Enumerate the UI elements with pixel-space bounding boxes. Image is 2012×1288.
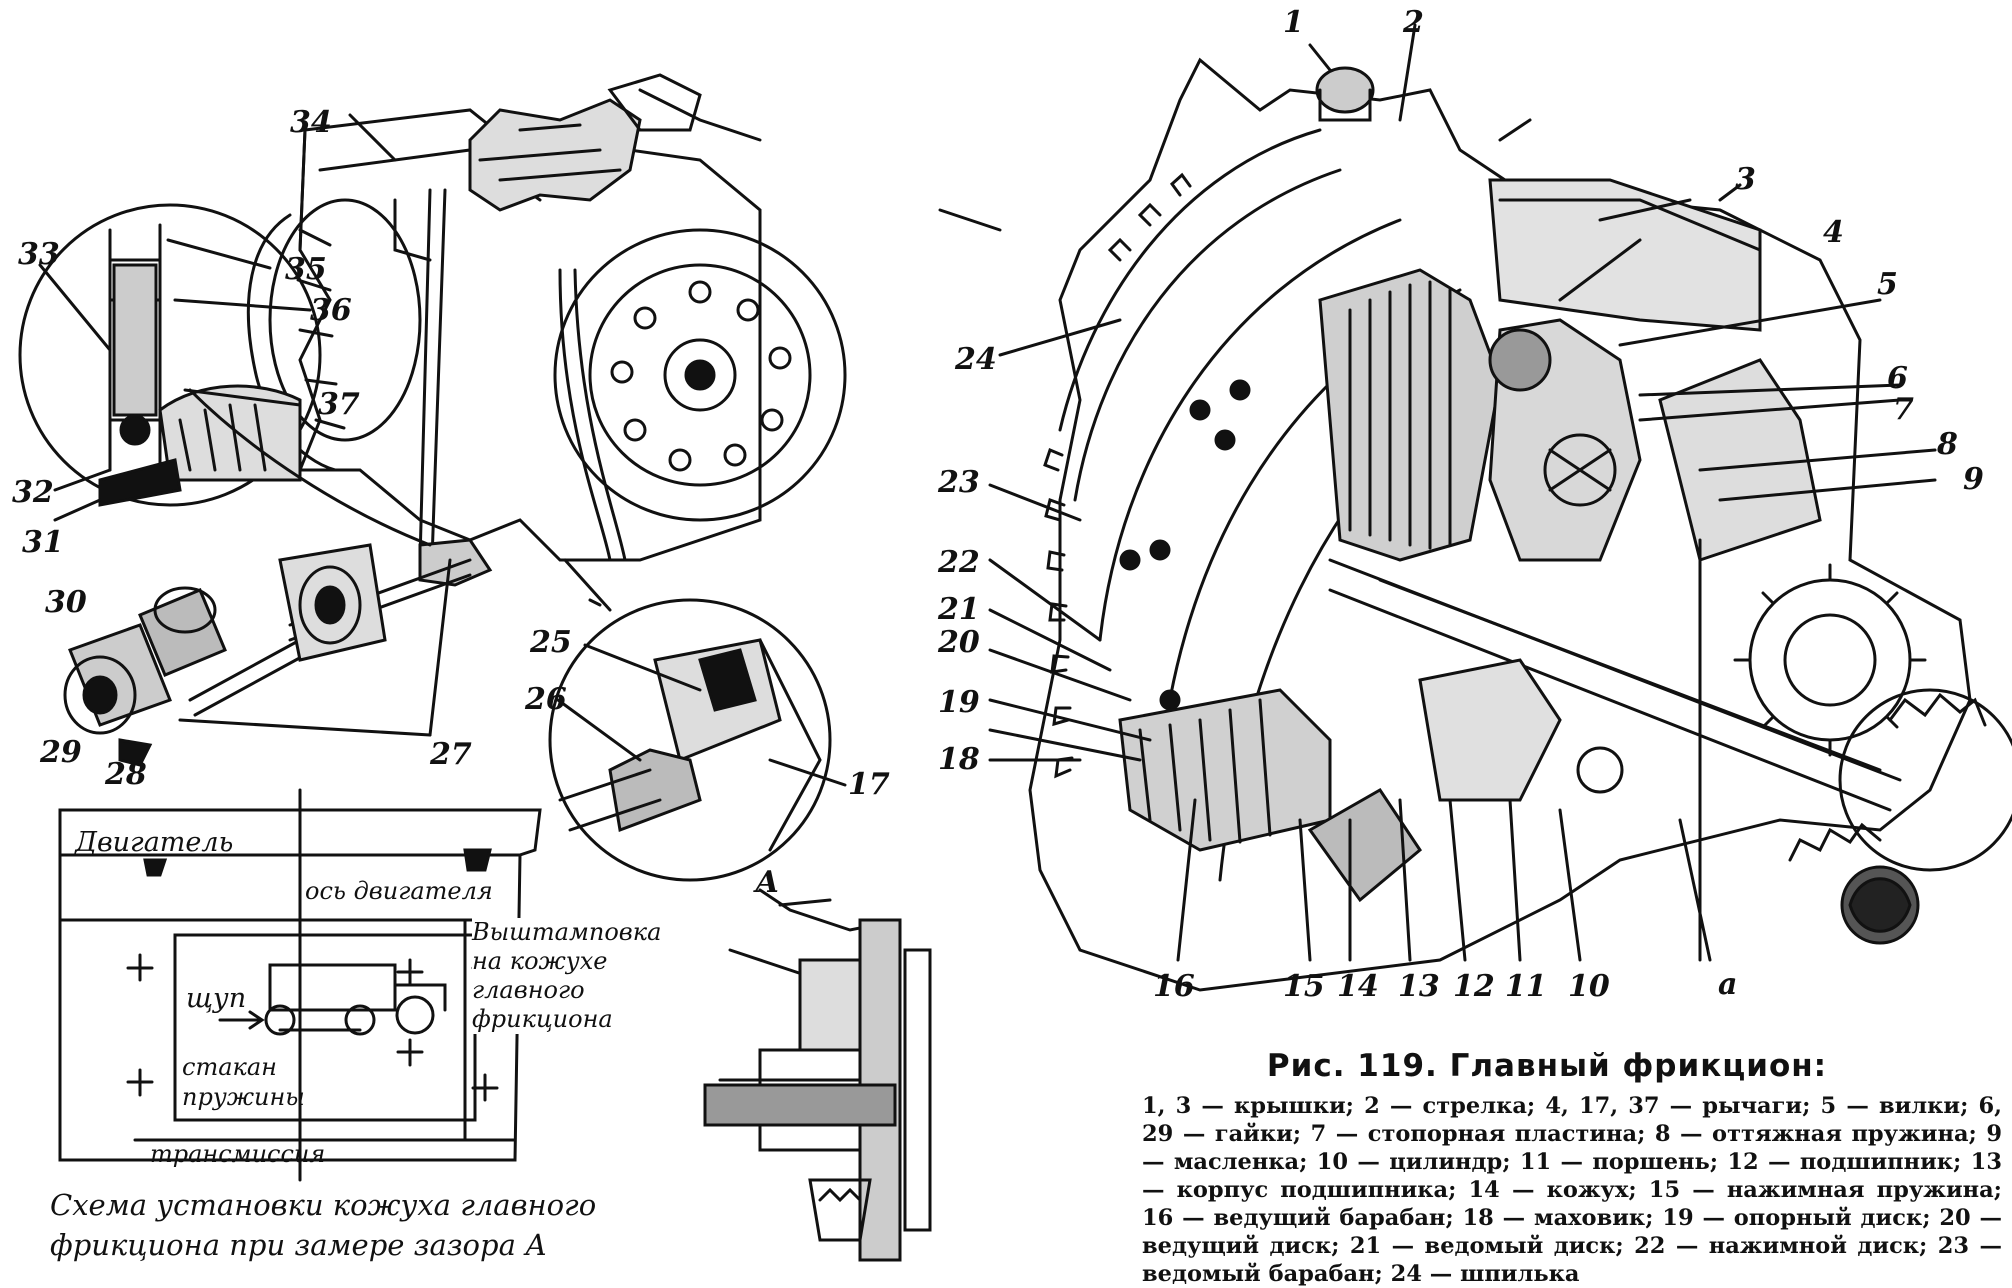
callout-37: 37 [318, 387, 360, 422]
callout-31: 31 [22, 525, 64, 560]
callout-7: 7 [1893, 392, 1914, 427]
callout-30: 30 [45, 585, 87, 620]
inset-spring-cup-label: стакан пружины [182, 1053, 305, 1111]
callout-19: 19 [938, 685, 980, 720]
callout-12: 12 [1453, 969, 1495, 1004]
callout-24: 24 [955, 342, 997, 377]
callout-1: 1 [1283, 5, 1304, 40]
figure-title: Рис. 119. Главный фрикцион: [1266, 1048, 1828, 1084]
inset-scheme [58, 788, 542, 1182]
callout-17: 17 [848, 767, 890, 802]
figure-caption: Рис. 119. Главный фрикцион: 1, 3 — крышк… [1142, 1048, 2012, 1288]
callout-34: 34 [290, 105, 332, 140]
callout-23: 23 [938, 465, 980, 500]
callout-25: 25 [530, 625, 572, 660]
callout-27: 27 [430, 737, 472, 772]
callout-a: а [1718, 967, 1738, 1002]
pin-detail-circle [548, 558, 847, 882]
callout-14: 14 [1337, 969, 1379, 1004]
callout-3: 3 [1735, 162, 1756, 197]
callout-8: 8 [1937, 427, 1958, 462]
figure-legend: 1, 3 — крышки; 2 — стрелка; 4, 17, 37 — … [1142, 1093, 2002, 1287]
callout-28: 28 [105, 757, 147, 792]
callout-29: 29 [40, 735, 82, 770]
section-view-a [703, 888, 932, 1262]
callout-36: 36 [310, 293, 352, 328]
callout-10: 10 [1568, 969, 1610, 1004]
callout-4: 4 [1823, 215, 1844, 250]
callout-22: 22 [938, 545, 980, 580]
inset-transmission-label: трансмиссия [150, 1140, 326, 1168]
callout-21: 21 [938, 592, 980, 627]
callout-5: 5 [1877, 267, 1898, 302]
callout-13: 13 [1398, 969, 1440, 1004]
callout-35: 35 [285, 252, 327, 287]
inset-scheme-caption: Схема установки кожуха главного фрикцион… [50, 1188, 597, 1262]
callout-9: 9 [1963, 462, 1984, 497]
callout-26: 26 [525, 682, 567, 717]
callout-16: 16 [1153, 969, 1195, 1004]
callout-18: 18 [938, 742, 980, 777]
callout-33: 33 [18, 237, 60, 272]
callout-11: 11 [1505, 969, 1547, 1004]
section-a-label: А [755, 865, 780, 900]
inset-engine-label: Двигатель [75, 827, 234, 858]
inset-engine-axis-label: ось двигателя [305, 877, 493, 905]
callout-15: 15 [1283, 969, 1325, 1004]
inset-stamping-label: Выштамповка на кожухе главного фрикциона [472, 918, 662, 1034]
callout-20: 20 [938, 625, 980, 660]
callout-6: 6 [1887, 361, 1908, 396]
callout-32: 32 [12, 475, 54, 510]
main-clutch-cutaway [938, 23, 2012, 992]
callout-2: 2 [1403, 5, 1424, 40]
lever-detail-circle [18, 203, 432, 547]
inset-probe-label: щуп [186, 983, 247, 1014]
